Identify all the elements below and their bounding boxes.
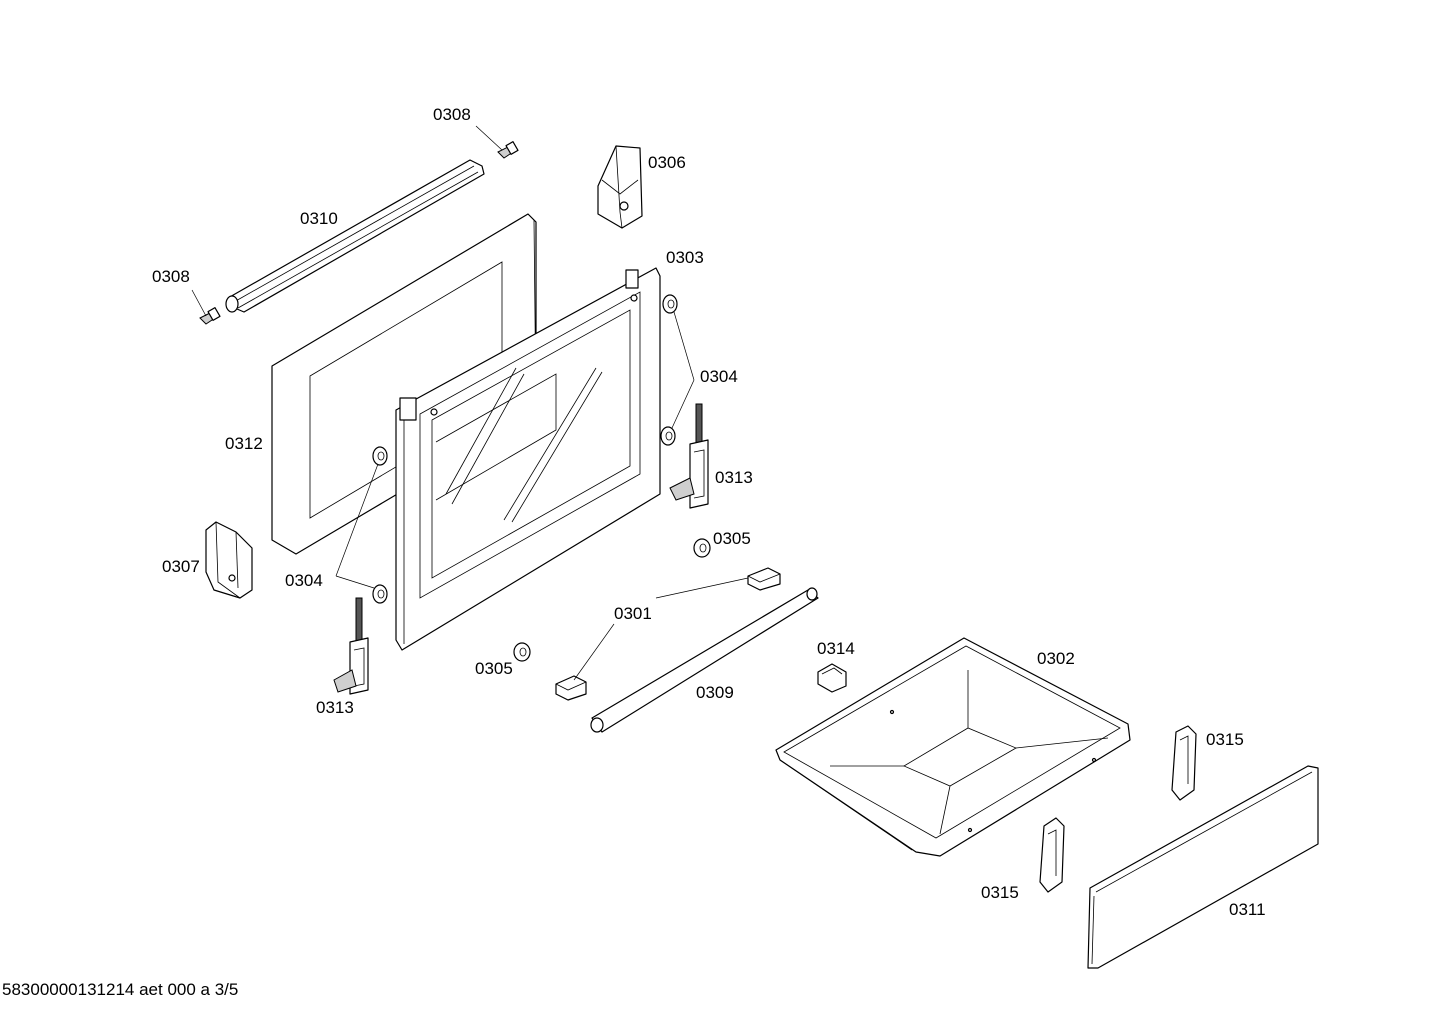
label-0305-right: 0305 bbox=[713, 529, 751, 548]
part-0309-handle-rod bbox=[590, 587, 819, 733]
part-0303-door-inner-glass bbox=[395, 267, 661, 651]
part-0308-screw-top bbox=[497, 141, 519, 159]
label-0311: 0311 bbox=[1229, 900, 1266, 919]
part-0315-rail-right bbox=[1171, 725, 1197, 801]
part-0301-clip-right bbox=[747, 567, 781, 591]
label-0304-right: 0304 bbox=[700, 367, 738, 386]
label-0306: 0306 bbox=[648, 153, 686, 172]
part-0302-storage-tray bbox=[775, 637, 1131, 857]
label-0310: 0310 bbox=[300, 209, 338, 228]
label-0315-left: 0315 bbox=[981, 883, 1019, 902]
part-0304-roller-left-bottom bbox=[372, 584, 388, 604]
label-0313-right: 0313 bbox=[715, 468, 753, 487]
label-0308-top: 0308 bbox=[433, 105, 471, 124]
label-0308-left: 0308 bbox=[152, 267, 190, 286]
label-0314: 0314 bbox=[817, 639, 855, 658]
part-0304-roller-right-top bbox=[662, 294, 678, 314]
label-0312: 0312 bbox=[225, 434, 263, 453]
part-0305-roller-right bbox=[693, 538, 711, 558]
drawing-reference-footer: 58300000131214 aet 000 a 3/5 bbox=[2, 980, 239, 999]
part-0308-screw-left bbox=[199, 307, 221, 325]
leader-lines bbox=[191, 125, 749, 681]
part-0315-rail-left bbox=[1039, 817, 1065, 893]
label-0304-left: 0304 bbox=[285, 571, 323, 590]
label-0301: 0301 bbox=[614, 604, 652, 623]
label-0302: 0302 bbox=[1037, 649, 1075, 668]
label-0305-left: 0305 bbox=[475, 659, 513, 678]
part-0305-roller-left bbox=[513, 642, 531, 662]
part-0304-roller-left-top bbox=[372, 446, 388, 466]
label-0303: 0303 bbox=[666, 248, 704, 267]
part-0310-door-trim bbox=[225, 159, 485, 313]
part-0301-clip-left bbox=[555, 675, 587, 701]
part-0314-holder bbox=[817, 663, 847, 693]
part-0306-bracket bbox=[597, 145, 643, 229]
part-0307-bracket bbox=[205, 521, 253, 599]
part-0313-hinge-right bbox=[669, 403, 709, 509]
part-labels: 0308 0306 0310 0303 0308 0304 0312 0313 … bbox=[152, 105, 1266, 919]
part-0311-drawer-front-panel bbox=[1087, 765, 1319, 969]
label-0309: 0309 bbox=[696, 683, 734, 702]
label-0313-left: 0313 bbox=[316, 698, 354, 717]
label-0315-right: 0315 bbox=[1206, 730, 1244, 749]
part-0304-roller-right-bottom bbox=[660, 426, 676, 446]
part-0313-hinge-left bbox=[333, 597, 369, 695]
label-0307: 0307 bbox=[162, 557, 200, 576]
